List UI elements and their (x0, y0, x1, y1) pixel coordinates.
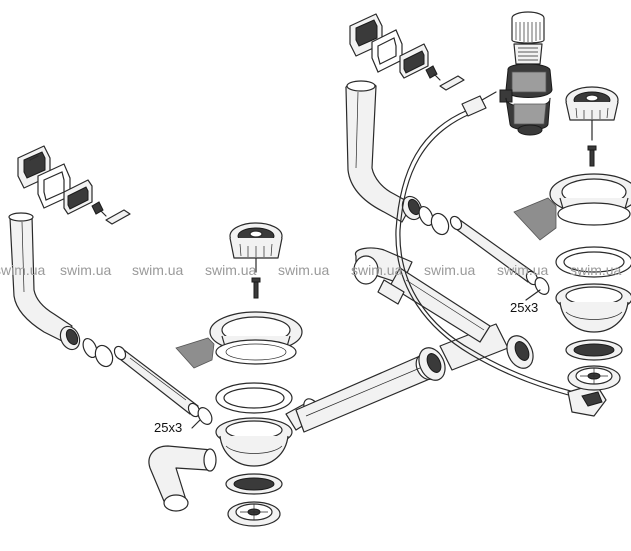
watermark-5: swim.ua (278, 262, 330, 278)
right-strainer-assembly (513, 86, 631, 391)
watermark-1: swim.ua (0, 262, 46, 278)
right-overflow-tube-icon (345, 80, 413, 223)
watermark-2: swim.ua (60, 262, 112, 278)
watermark-4: swim.ua (205, 262, 257, 278)
left-cap-icon (105, 209, 131, 225)
left-leader-line (191, 419, 201, 429)
left-oring-2 (94, 344, 114, 368)
popup-cable-icon (395, 91, 607, 417)
right-sink-fragment (513, 197, 557, 241)
right-overflow-assembly (345, 13, 550, 295)
right-overflow-plate-icon (399, 43, 429, 79)
left-basket-screw-icon (251, 277, 261, 299)
left-overflow-tube-icon (8, 212, 73, 343)
right-basket-body-icon (555, 283, 631, 333)
right-oring-label: 25x3 (510, 300, 538, 315)
watermark-7: swim.ua (424, 262, 476, 278)
right-screw-icon (425, 65, 441, 81)
left-flange-icon (209, 311, 303, 365)
left-nut-icon (59, 325, 81, 351)
left-strainer-basket-icon (229, 222, 283, 273)
watermark-row: swim.ua swim.ua swim.ua swim.ua swim.ua … (0, 262, 622, 278)
right-basket-screw-icon (587, 145, 597, 167)
right-overflow-gasket-icon (371, 29, 403, 73)
left-sink-fragment (175, 337, 215, 369)
left-bottom-cap-icon (227, 501, 281, 527)
left-basket-body-icon (215, 398, 321, 467)
left-oring-1 (82, 337, 98, 359)
right-bottom-cap-icon (567, 365, 621, 391)
watermark-9: swim.ua (570, 262, 622, 278)
right-strainer-basket-icon (565, 86, 619, 141)
left-screw-icon (91, 201, 107, 217)
left-oring-label: 25x3 (154, 420, 182, 435)
watermark-3: swim.ua (132, 262, 184, 278)
right-leader-line (525, 289, 541, 301)
left-overflow-plate-icon (63, 179, 93, 215)
left-connector-tube-icon (113, 345, 201, 418)
watermark-6: swim.ua (351, 262, 403, 278)
watermark-8: swim.ua (497, 262, 549, 278)
left-elbow-icon (148, 445, 217, 512)
popup-knob-icon (499, 11, 553, 136)
left-strainer-assembly (148, 222, 321, 527)
left-small-oring (197, 407, 213, 425)
right-cap-icon (439, 75, 465, 91)
main-drain-pipe-icon (295, 323, 534, 433)
right-flange-icon (549, 173, 631, 226)
left-overflow-assembly (8, 145, 213, 425)
